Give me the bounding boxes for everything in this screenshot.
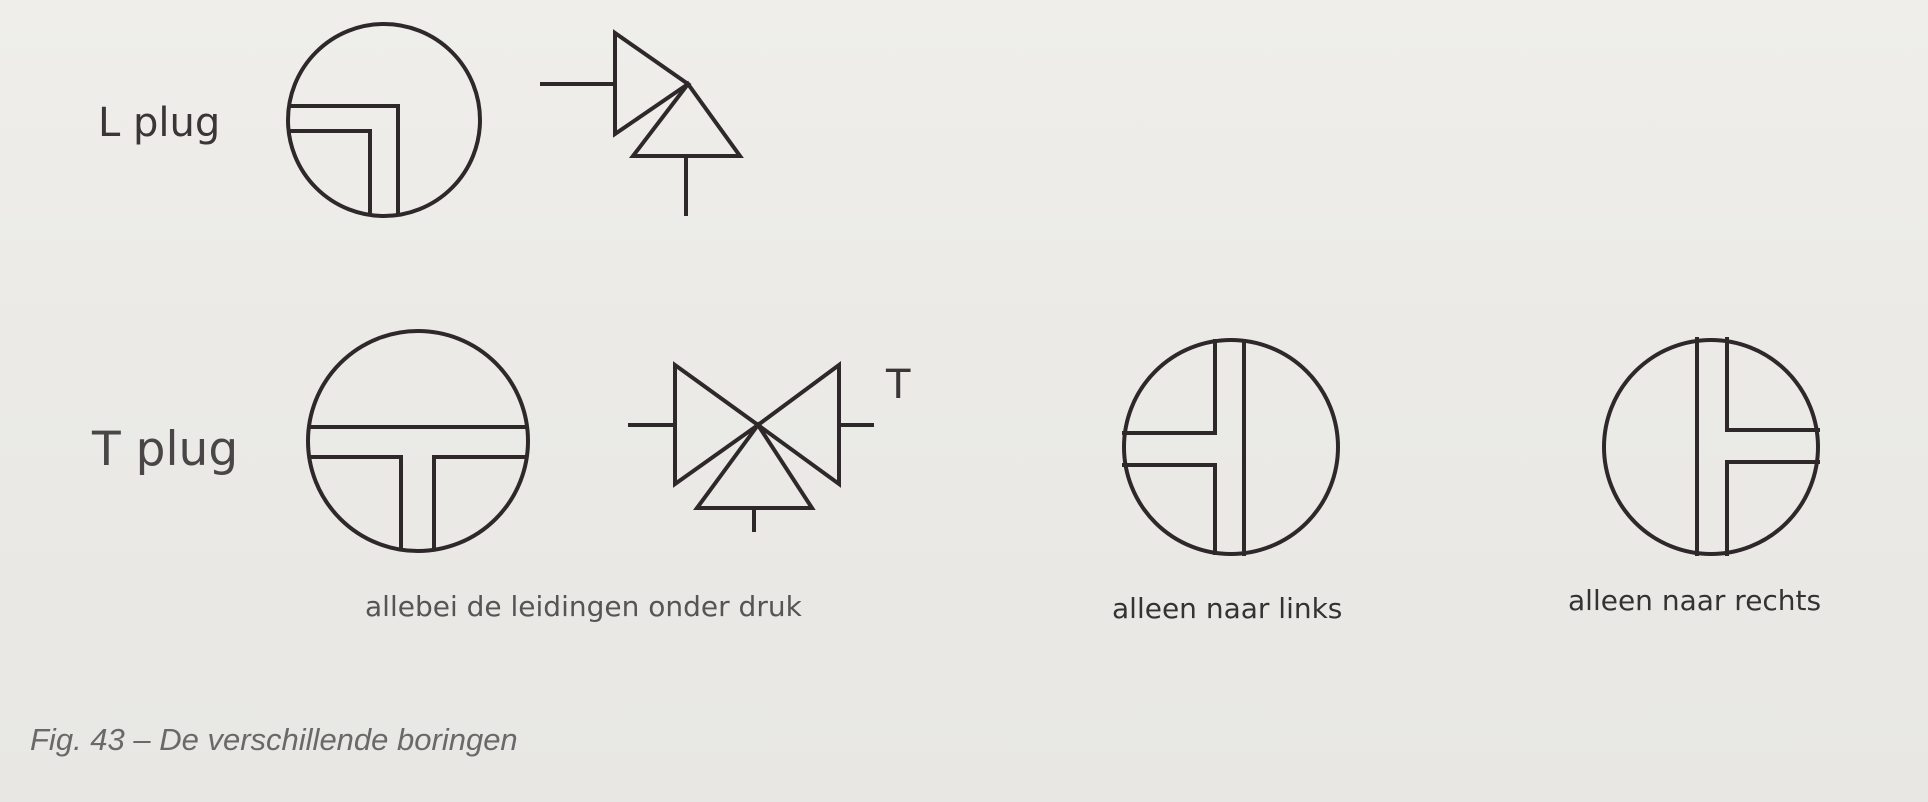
l-plug-circle-symbol <box>286 22 482 218</box>
l-plug-valve-symbol <box>540 29 744 216</box>
figure-caption: Fig. 43 – De verschillende boringen <box>30 722 518 757</box>
left-only-circle-symbol <box>1122 338 1340 556</box>
both-pressurized-caption: allebei de leidingen onder druk <box>365 590 802 623</box>
l-plug-label: L plug <box>98 100 221 146</box>
t-plug-valve-symbol <box>628 361 874 532</box>
t-plug-label: T plug <box>92 422 239 477</box>
t-marker-label: T <box>886 362 911 408</box>
left-only-caption: alleen naar links <box>1112 592 1343 625</box>
right-only-circle-symbol <box>1602 337 1820 556</box>
right-only-caption: alleen naar rechts <box>1568 584 1822 617</box>
t-plug-circle-symbol <box>306 329 530 553</box>
